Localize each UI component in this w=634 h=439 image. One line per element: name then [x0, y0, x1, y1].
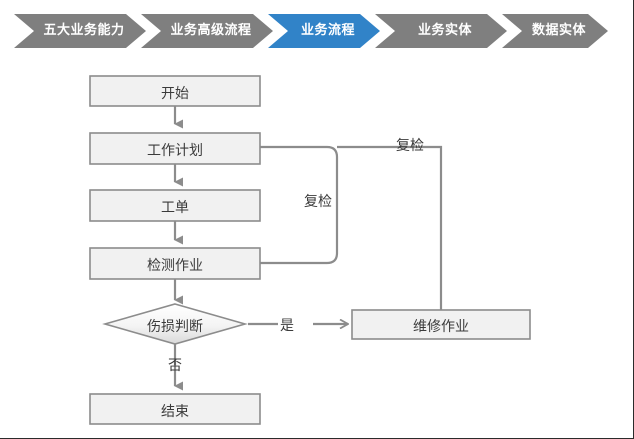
connector-recheck-outer: [337, 145, 443, 310]
breadcrumb-chevron-0[interactable]: [14, 14, 146, 48]
node-end[interactable]: [89, 393, 261, 425]
node-inspection[interactable]: [89, 247, 261, 280]
node-decision[interactable]: [102, 303, 248, 345]
node-repair[interactable]: [351, 309, 531, 340]
node-start[interactable]: [89, 75, 261, 107]
node-workplan[interactable]: [89, 132, 261, 165]
connector-recheck-inner: [192, 142, 339, 265]
breadcrumb-chevron-3[interactable]: [375, 14, 507, 48]
breadcrumb-chevrons: [14, 14, 608, 48]
breadcrumb-chevron-4[interactable]: [502, 14, 608, 48]
breadcrumb-chevron-2[interactable]: [268, 14, 380, 48]
node-workorder[interactable]: [89, 189, 261, 222]
breadcrumb-chevron-1[interactable]: [141, 14, 273, 48]
